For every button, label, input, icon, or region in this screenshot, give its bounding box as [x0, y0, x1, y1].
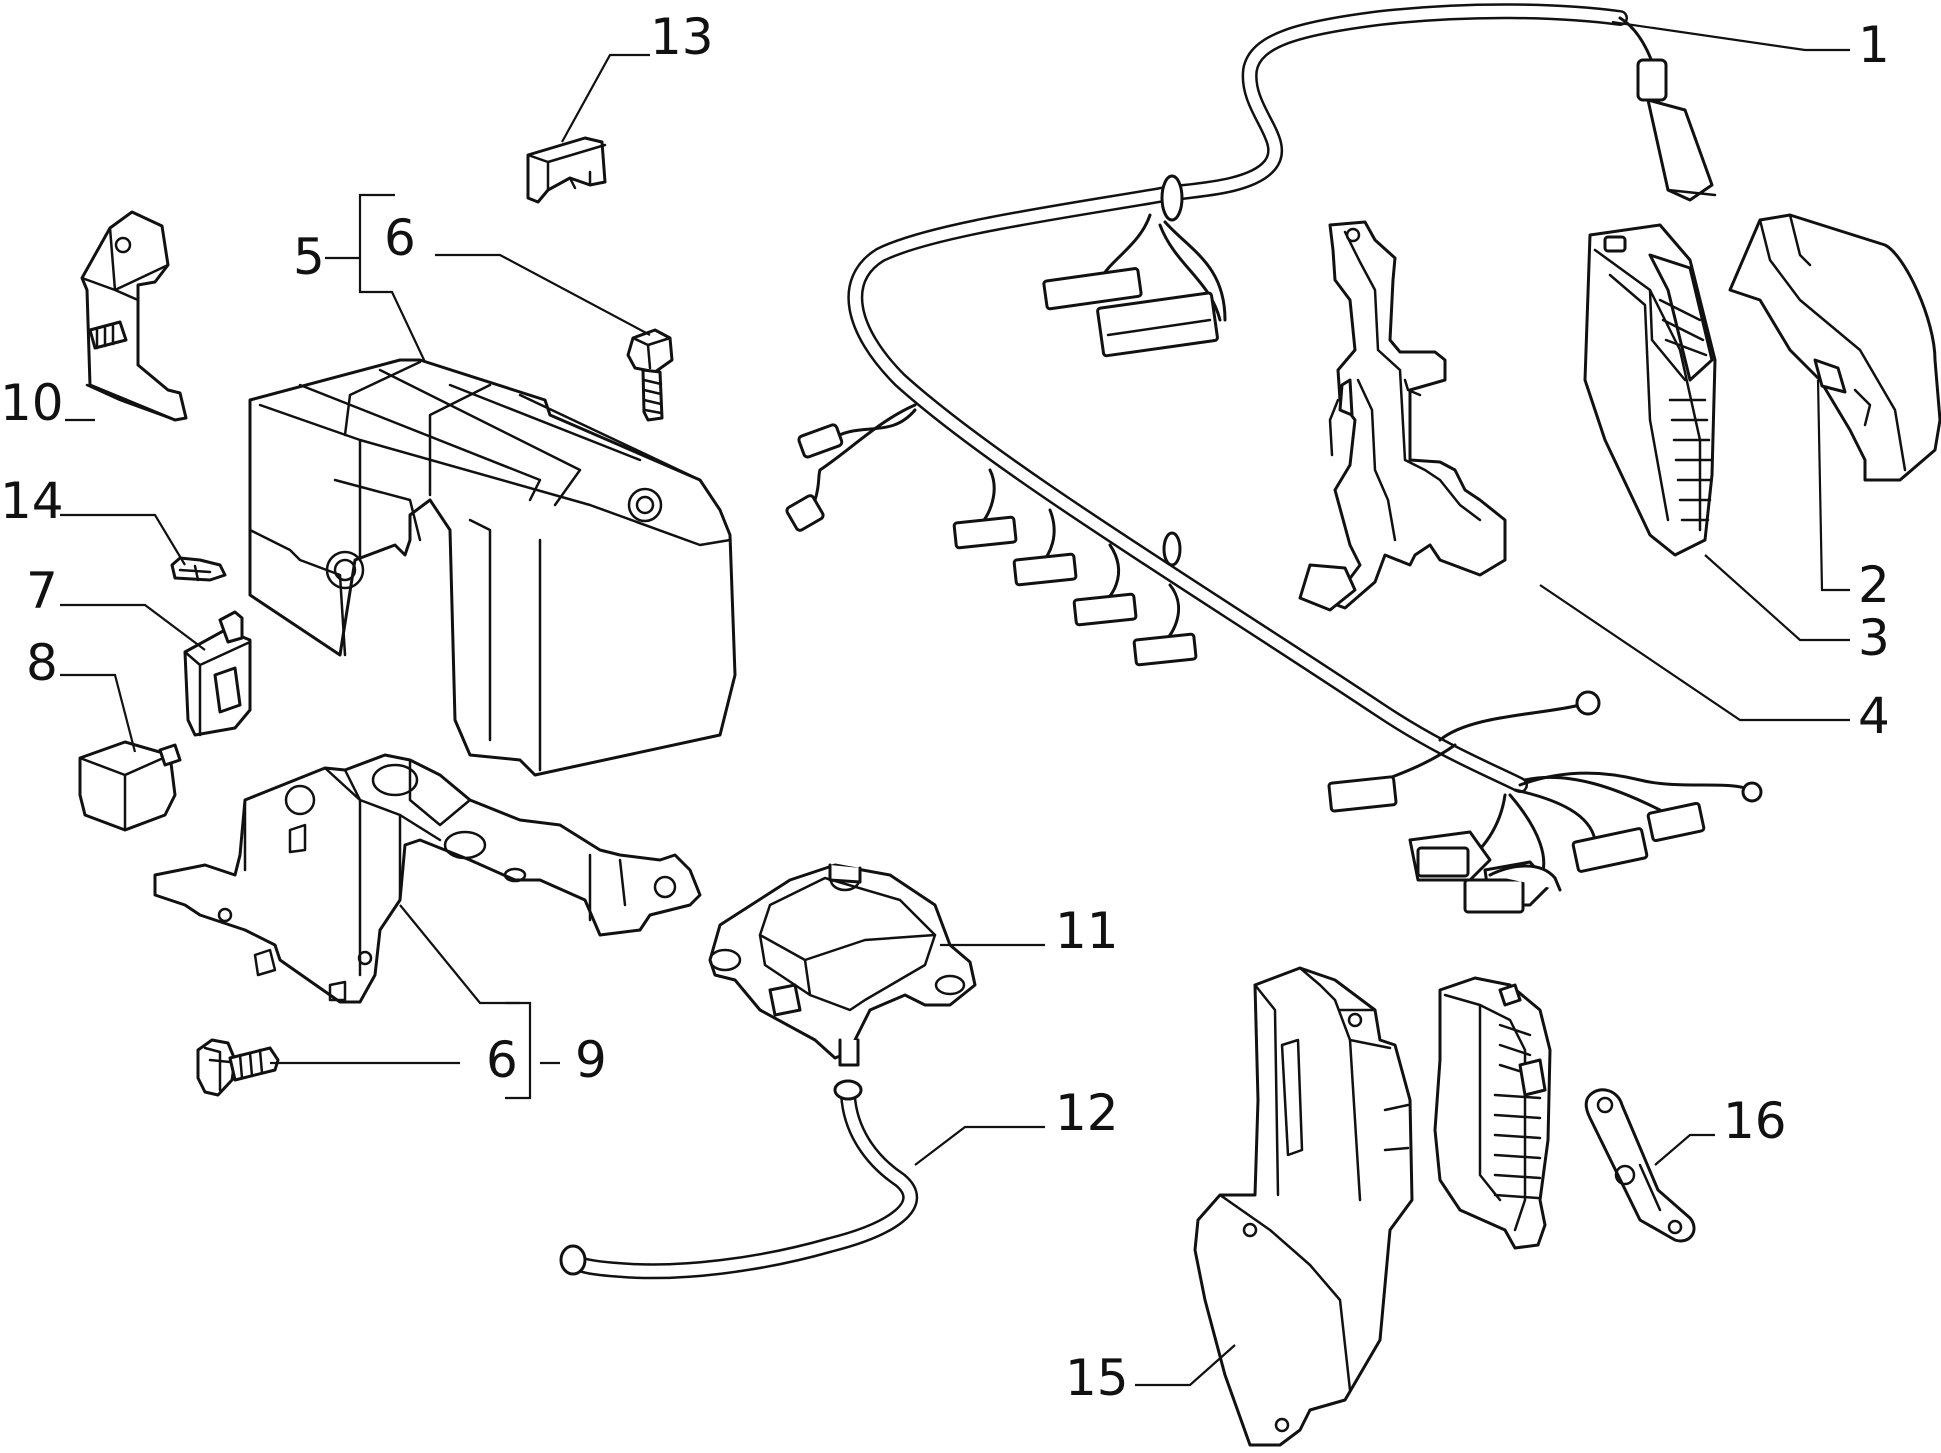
- callout-4: 4: [1858, 687, 1890, 745]
- battery-tray: [153, 753, 702, 1004]
- ecu-cover: [1728, 213, 1941, 482]
- callout-1: 1: [1858, 16, 1890, 74]
- ecu-module: [1583, 223, 1717, 557]
- callout-3: 3: [1858, 609, 1890, 667]
- callout-16: 16: [1723, 1092, 1787, 1150]
- callout-14: 14: [0, 472, 64, 530]
- callout-8: 8: [26, 634, 58, 692]
- callout-13: 13: [650, 8, 714, 66]
- screw-bottom: [196, 1038, 280, 1097]
- callout-9: 9: [575, 1031, 607, 1089]
- clip: [170, 556, 227, 582]
- callout-15: 15: [1065, 1349, 1129, 1407]
- callout-labels: 1 2 3 4 5 6 6 7 8 9 10 11 12 13 14 15 16: [0, 8, 1890, 1407]
- vacuum-hose: [559, 1079, 919, 1280]
- callout-6-bottom: 6: [486, 1031, 518, 1089]
- support-bracket: [80, 210, 188, 422]
- callout-10: 10: [0, 374, 64, 432]
- ecu-bracket: [1298, 220, 1507, 612]
- callout-12: 12: [1055, 1084, 1119, 1142]
- fuse: [526, 136, 607, 204]
- leader-lines: [60, 20, 1850, 1387]
- wiring-harness: [785, 3, 1763, 914]
- sensor: [708, 863, 977, 1067]
- engine-control-unit: [1433, 976, 1552, 1250]
- callout-11: 11: [1055, 902, 1119, 960]
- callout-5: 5: [293, 228, 325, 286]
- relay-large: [78, 740, 182, 832]
- mounting-strap: [1584, 1088, 1696, 1243]
- callout-7: 7: [26, 562, 58, 620]
- callout-2: 2: [1858, 556, 1890, 614]
- heat-shield: [1193, 966, 1414, 1447]
- battery-cover: [248, 358, 737, 777]
- screw-top: [626, 328, 674, 422]
- callout-6-top: 6: [384, 209, 416, 267]
- relay-small: [183, 610, 252, 737]
